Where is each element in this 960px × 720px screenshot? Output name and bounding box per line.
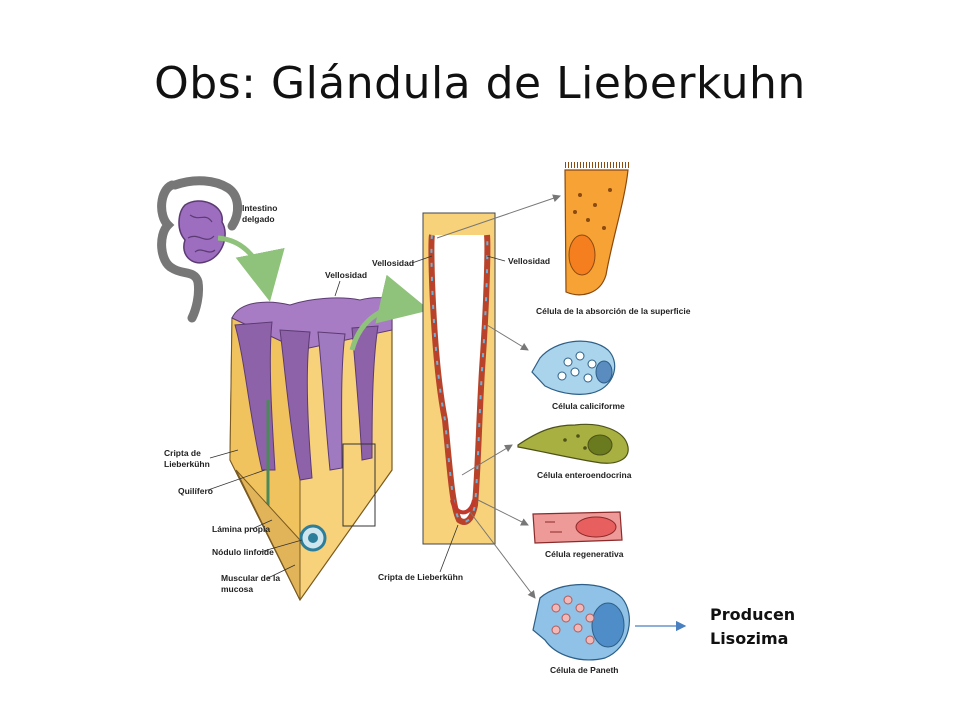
- pointer-enteroendocrina: [461, 444, 513, 476]
- label-cripta-bottom: Cripta de Lieberkühn: [378, 572, 463, 582]
- label-muscular-1: Muscular de la: [221, 573, 280, 583]
- lisozima-note: Producen Lisozima: [710, 603, 795, 651]
- green-arrow-2: [349, 274, 430, 351]
- label-muscular-2: mucosa: [221, 584, 253, 594]
- cell-name-1: Célula caliciforme: [552, 401, 625, 411]
- cell-name-2: Célula enteroendocrina: [537, 470, 632, 480]
- cell-name-0: Célula de la absorción de la superficie: [536, 306, 691, 316]
- pointer-caliciforme: [486, 324, 529, 351]
- label-cripta-2: Lieberkühn: [164, 459, 210, 469]
- note-line-1: Producen: [710, 605, 796, 624]
- cell-name-4: Célula de Paneth: [550, 665, 619, 675]
- label-quilifero: Quilífero: [178, 486, 213, 496]
- crypt-enlarged: [422, 212, 496, 545]
- slide-title: Obs: Glándula de Lieberkuhn: [154, 58, 806, 109]
- label-vellosidad-block: Vellosidad: [325, 270, 367, 280]
- label-nodulo: Nódulo linfoide: [212, 547, 274, 557]
- green-arrow-1: [217, 235, 285, 302]
- label-vellosidad-right: Vellosidad: [508, 256, 550, 266]
- cell-caliciforme: [531, 340, 616, 395]
- label-vellosidad-left: Vellosidad: [372, 258, 414, 268]
- pointer-absorption: [436, 194, 561, 239]
- cell-enteroendocrina: [517, 423, 629, 464]
- label-cripta-1: Cripta de: [164, 448, 201, 458]
- note-line-2: Lisozima: [710, 629, 789, 648]
- cell-name-3: Célula regenerativa: [545, 549, 624, 559]
- cell-absorption: [564, 162, 630, 296]
- pointer-paneth: [469, 511, 536, 599]
- mucosa-block: [229, 297, 393, 602]
- small-intestine-sketch: [157, 176, 242, 323]
- cell-regenerativa: [532, 511, 623, 544]
- cell-paneth: [532, 583, 630, 661]
- label-intestino-2: delgado: [242, 214, 275, 224]
- label-lamina: Lámina propia: [212, 524, 270, 534]
- pointer-regenerativa: [477, 499, 529, 526]
- label-intestino-1: Intestino: [242, 203, 277, 213]
